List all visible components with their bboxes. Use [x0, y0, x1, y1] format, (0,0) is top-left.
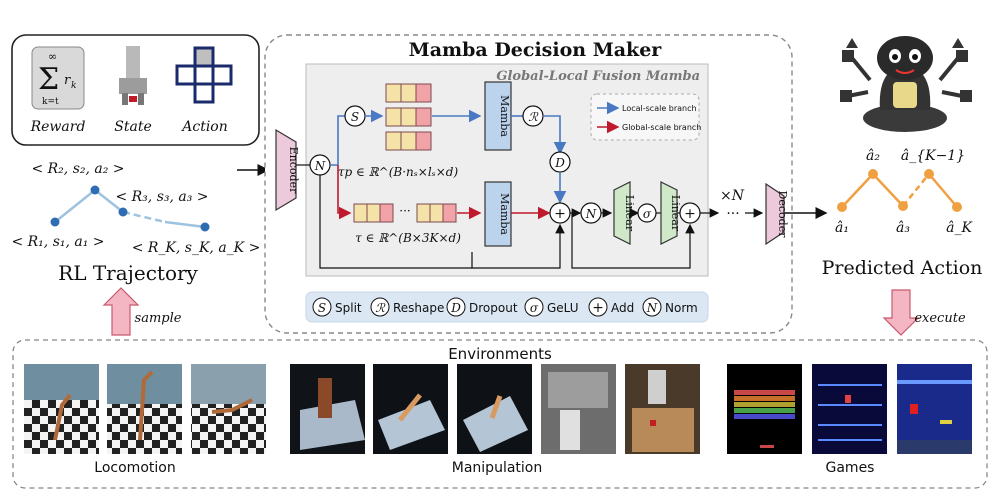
- legend-dropout-label: Dropout: [469, 301, 518, 315]
- sum-term-sub: k: [71, 81, 76, 91]
- legend-global-label: Global-scale branch: [622, 123, 701, 132]
- environments-title: Environments: [448, 345, 552, 363]
- tuple-3: < R₃, s₃, a₃ >: [115, 189, 208, 205]
- branch-legend: [590, 93, 700, 141]
- action-cross-icon: [175, 46, 233, 104]
- games-images: [727, 364, 972, 454]
- legend-local-label: Local-scale branch: [622, 104, 697, 113]
- sum-sigma: Σ: [38, 62, 59, 97]
- linear-1-label: Linear: [623, 195, 636, 232]
- tau-label: τ ∈ ℝ^(B×3K×d): [355, 231, 461, 245]
- trajectory-graph: [50, 185, 210, 232]
- residual-line-1a: [319, 175, 472, 269]
- decoder-block: [765, 182, 785, 246]
- legend-dropout-symbol: D: [450, 301, 461, 315]
- state-label: State: [114, 119, 151, 135]
- encoder-label: Encoder: [287, 147, 300, 194]
- execute-label: execute: [914, 311, 966, 326]
- pred-node-k: â_K: [946, 220, 973, 236]
- mamba-global-label: Mamba: [498, 193, 511, 235]
- predicted-action-graph: [837, 169, 962, 212]
- pred-node-3: â₃: [896, 220, 910, 236]
- local-token-stacks: [385, 83, 432, 151]
- legend-split-label: Split: [335, 301, 362, 315]
- mamba-global-block: [484, 181, 512, 247]
- mamba-local-label: Mamba: [498, 95, 511, 137]
- residual-line-1: [471, 223, 565, 269]
- add-op-1-symbol: +: [554, 206, 566, 222]
- global-token-sequence: [353, 203, 457, 223]
- add-op-2-symbol: +: [684, 206, 696, 222]
- tuple-1: < R₁, s₁, a₁ >: [11, 234, 104, 250]
- dropout-op-symbol: D: [554, 156, 565, 170]
- linear-2-label: Linear: [669, 195, 682, 232]
- sum-bottom: k=t: [42, 97, 59, 107]
- norm-op-1-symbol: N: [314, 159, 326, 173]
- reshape-op-symbol: ℛ: [528, 110, 539, 124]
- locomotion-images: [24, 364, 266, 454]
- state-robot-image: [103, 46, 159, 108]
- manipulation-images: [290, 364, 700, 454]
- legend-norm-symbol: N: [646, 301, 658, 315]
- tuple-2: < R₂, s₂, a₂ >: [31, 161, 124, 177]
- sample-arrow: [102, 287, 140, 336]
- gelu-op-symbol: σ: [643, 207, 652, 221]
- global-token-ellipsis: ···: [399, 204, 410, 218]
- residual-line-2: [571, 213, 695, 269]
- decision-maker-title: Mamba Decision Maker: [409, 39, 663, 61]
- sum-top: ∞: [48, 50, 57, 63]
- legend-gelu-label: GeLU: [547, 301, 579, 315]
- local-branch-line-1: [330, 115, 345, 166]
- decoder-label: Decoder: [776, 191, 789, 239]
- split-op-symbol: S: [351, 110, 359, 124]
- times-n-label: ×N: [720, 188, 745, 204]
- rl-trajectory-title: RL Trajectory: [58, 261, 198, 285]
- pred-node-k-1: â_{K−1}: [901, 148, 965, 164]
- norm-op-2-symbol: N: [585, 207, 597, 221]
- legend-reshape-symbol: ℛ: [375, 301, 386, 315]
- linear-block-2: [660, 181, 678, 245]
- reward-sum-icon: [31, 46, 85, 110]
- linear-block-1: [613, 181, 631, 245]
- legend-gelu-symbol: σ: [530, 301, 539, 315]
- reward-label: Reward: [30, 119, 86, 135]
- ops-legend: S Split ℛ Reshape D Dropout σ GeLU + Add…: [312, 297, 698, 317]
- pred-node-1: â₁: [835, 220, 849, 236]
- pred-node-2: â₂: [866, 148, 880, 164]
- global-branch-line: [337, 165, 352, 220]
- ops-legend-bar: [305, 291, 709, 323]
- locomotion-label: Locomotion: [94, 460, 175, 476]
- tau-p-label: τp ∈ ℝ^(B·nₛ×lₛ×d): [338, 165, 459, 179]
- encoder-block: [275, 128, 297, 212]
- legend-add-label: Add: [611, 301, 634, 315]
- repeat-ellipsis: ···: [726, 206, 739, 222]
- sum-term: r: [64, 73, 71, 88]
- manipulation-label: Manipulation: [452, 460, 542, 476]
- action-label: Action: [180, 119, 228, 135]
- legend-reshape-label: Reshape: [393, 301, 444, 315]
- mamba-snake-mascot: [840, 36, 972, 132]
- tuple-k: < R_K, s_K, a_K >: [132, 240, 261, 256]
- execute-arrow: [882, 289, 920, 336]
- reshape-to-dropout-arrow: [543, 115, 567, 155]
- fusion-title: Global-Local Fusion Mamba: [496, 69, 700, 84]
- predicted-action-title: Predicted Action: [822, 257, 983, 279]
- legend-add-symbol: +: [592, 300, 604, 316]
- games-label: Games: [826, 460, 875, 476]
- sample-label: sample: [135, 311, 182, 326]
- legend-split-symbol: S: [318, 301, 326, 315]
- legend-norm-label: Norm: [665, 301, 698, 315]
